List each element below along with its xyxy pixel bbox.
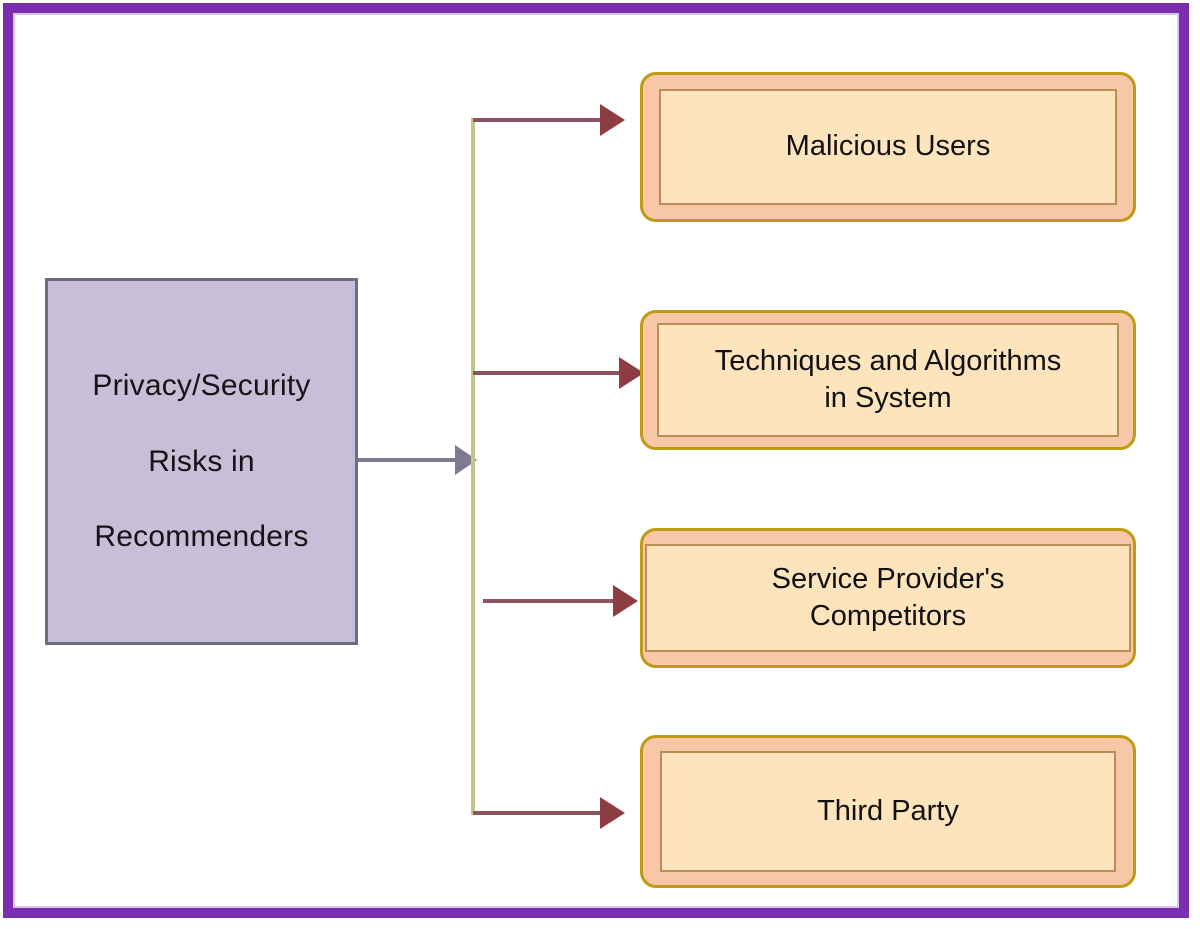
target-node-techniques-and-algorithms-inner: Techniques and Algorithms in System xyxy=(657,323,1119,437)
edge-branch-techniques-line xyxy=(473,371,625,375)
edge-branch-third-party-arrowhead-icon xyxy=(600,797,625,829)
target-node-malicious-users-label: Malicious Users xyxy=(785,130,991,163)
target-node-third-party[interactable]: Third Party xyxy=(640,735,1136,888)
source-node-label-line-3: Recommenders xyxy=(94,520,309,554)
edge-branch-competitors-arrowhead-icon xyxy=(613,585,638,617)
source-node-privacy-security-risks[interactable]: Privacy/Security Risks in Recommenders xyxy=(45,278,358,645)
source-node-label-line-1: Privacy/Security xyxy=(92,369,311,403)
edge-branch-techniques-arrowhead-icon xyxy=(619,357,644,389)
target-node-competitors-label-line-2: Competitors xyxy=(809,600,967,632)
target-node-malicious-users-inner: Malicious Users xyxy=(659,89,1117,205)
target-node-malicious-users[interactable]: Malicious Users xyxy=(640,72,1136,222)
target-node-third-party-inner: Third Party xyxy=(660,751,1116,872)
target-node-techniques-and-algorithms[interactable]: Techniques and Algorithms in System xyxy=(640,310,1136,450)
edge-branch-competitors-line xyxy=(483,599,619,603)
source-node-label-line-2: Risks in xyxy=(148,444,255,478)
edge-branch-malicious-users-line xyxy=(473,118,605,122)
edge-trunk-vertical-line xyxy=(471,118,475,815)
target-node-competitors-label-line-1: Service Provider's xyxy=(771,562,1005,595)
target-node-third-party-label: Third Party xyxy=(817,794,959,827)
edge-branch-third-party-line xyxy=(473,811,605,815)
edge-branch-malicious-users-arrowhead-icon xyxy=(600,104,625,136)
target-node-techniques-label-line-1: Techniques and Algorithms xyxy=(714,344,1062,377)
target-node-service-providers-competitors[interactable]: Service Provider's Competitors xyxy=(640,528,1136,668)
target-node-techniques-label-line-2: in System xyxy=(824,382,952,414)
target-node-service-providers-competitors-inner: Service Provider's Competitors xyxy=(645,544,1131,652)
edge-source-to-trunk-line xyxy=(358,458,461,462)
